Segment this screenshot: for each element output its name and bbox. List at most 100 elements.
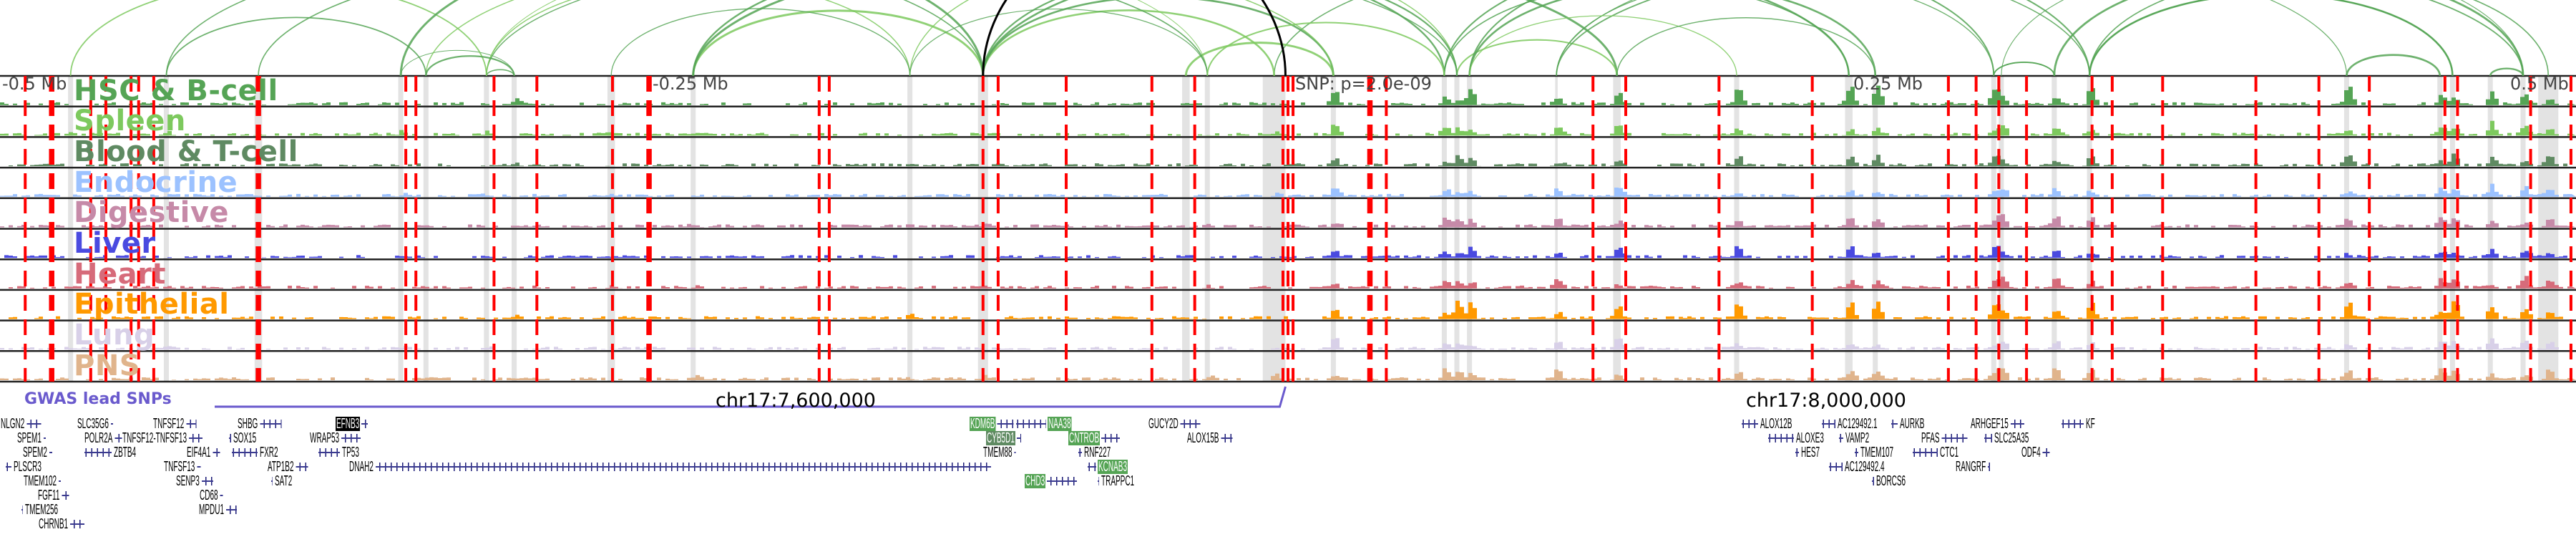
gene-slc35g6[interactable]: SLC35G6 bbox=[77, 417, 114, 431]
gene-tmem256[interactable]: TMEM256 bbox=[20, 503, 59, 517]
gene-polr2a[interactable]: POLR2A bbox=[84, 431, 123, 445]
gene-label: RNF227 bbox=[1084, 445, 1111, 460]
gene-tnfsf12-tnfsf13[interactable]: TNFSF12-TNFSF13 bbox=[122, 431, 204, 445]
gene-model-icon bbox=[26, 420, 42, 428]
gene-vamp2[interactable]: VAMP2 bbox=[1838, 431, 1870, 445]
gene-naa38[interactable]: NAA38 bbox=[1015, 417, 1072, 431]
gene-wrap53[interactable]: WRAP53 bbox=[309, 431, 362, 445]
gene-tnfsf12[interactable]: TNFSF12 bbox=[152, 417, 197, 431]
gene-spem1[interactable]: SPEM1 bbox=[16, 431, 47, 445]
axis-label-minus-0.25mb: -0.25 Mb bbox=[653, 74, 728, 94]
gene-alox15b[interactable]: ALOX15B bbox=[1186, 431, 1234, 445]
gene-alox12b[interactable]: ALOX12B bbox=[1740, 417, 1792, 431]
gene-rangrf[interactable]: RANGRF bbox=[1955, 460, 1991, 474]
interaction-arc bbox=[982, 0, 1335, 77]
gene-senp3[interactable]: SENP3 bbox=[175, 474, 215, 488]
interaction-arc bbox=[2089, 0, 2550, 77]
gene-label: SHBG bbox=[238, 416, 258, 432]
gene-cyb5d1[interactable]: CYB5D1 bbox=[986, 431, 1023, 445]
gene-kcnab3[interactable]: KCNAB3 bbox=[1086, 460, 1128, 474]
gene-label: CYB5D1 bbox=[986, 430, 1015, 446]
track-label-liver: Liver bbox=[74, 227, 156, 260]
gene-pfas[interactable]: PFAS bbox=[1921, 431, 1969, 445]
gene-label: SLC35G6 bbox=[77, 416, 109, 432]
gene-label: AC129492.4 bbox=[1845, 459, 1885, 475]
gene-slc25a35[interactable]: SLC25A35 bbox=[1983, 431, 2029, 445]
gene-model-icon bbox=[271, 477, 273, 485]
gene-aloxe3[interactable]: ALOXE3 bbox=[1767, 431, 1825, 445]
gene-trappc1[interactable]: TRAPPC1 bbox=[1096, 474, 1135, 488]
gene-borcs6[interactable]: BORCS6 bbox=[1870, 474, 1906, 488]
gene-rnf227[interactable]: RNF227 bbox=[1077, 445, 1111, 460]
chrom-tick-label: chr17:7,600,000 bbox=[716, 390, 876, 412]
gene-label: FGF11 bbox=[38, 488, 60, 503]
gene-label: TNFSF12-TNFSF13 bbox=[122, 430, 187, 446]
gene-sat2[interactable]: SAT2 bbox=[270, 474, 293, 488]
interaction-arc bbox=[165, 16, 427, 77]
track-label-blood-t-cell: Blood & T-cell bbox=[74, 135, 298, 168]
gene-shbg[interactable]: SHBG bbox=[237, 417, 283, 431]
gene-zbtb4[interactable]: ZBTB4 bbox=[83, 445, 137, 460]
gene-eif4a1[interactable]: EIF4A1 bbox=[186, 445, 221, 460]
gene-nlgn2[interactable]: NLGN2 bbox=[0, 417, 42, 431]
interaction-arc bbox=[1443, 0, 2091, 77]
gene-model-icon bbox=[1855, 448, 1858, 457]
gene-label: SPEM2 bbox=[23, 445, 47, 460]
gene-model-icon bbox=[114, 434, 122, 442]
gene-model-icon bbox=[1839, 434, 1843, 442]
interaction-arc bbox=[982, 9, 1275, 77]
gene-cntrob[interactable]: CNTROB bbox=[1068, 431, 1121, 445]
gene-model-icon bbox=[49, 448, 52, 457]
gene-odf4[interactable]: ODF4 bbox=[2021, 445, 2051, 460]
interaction-arc bbox=[1993, 62, 2055, 77]
gene-tmem88[interactable]: TMEM88 bbox=[982, 445, 1018, 460]
gene-label: KDM6B bbox=[970, 416, 996, 432]
gene-plscr3[interactable]: PLSCR3 bbox=[4, 460, 42, 474]
gene-label: ARHGEF15 bbox=[1971, 416, 2009, 432]
gene-dnah2[interactable]: DNAH2 bbox=[348, 460, 992, 474]
interaction-arc bbox=[486, 0, 1208, 77]
gene-sox15[interactable]: SOX15 bbox=[228, 431, 257, 445]
gene-label: SENP3 bbox=[176, 473, 200, 489]
gene-efnb3[interactable]: EFNB3 bbox=[336, 417, 369, 431]
gene-ctc1[interactable]: CTC1 bbox=[1911, 445, 1959, 460]
gene-mpdu1[interactable]: MPDU1 bbox=[198, 503, 238, 517]
gene-model-icon bbox=[2062, 420, 2084, 428]
gene-tnfsf13[interactable]: TNFSF13 bbox=[163, 460, 202, 474]
gene-hes7[interactable]: HES7 bbox=[1794, 445, 1820, 460]
interaction-arc bbox=[425, 55, 515, 77]
gene-label: CD68 bbox=[200, 488, 218, 503]
gene-gucy2d[interactable]: GUCY2D bbox=[1148, 417, 1202, 431]
gene-model-icon bbox=[186, 420, 197, 428]
gene-fxr2[interactable]: FXR2 bbox=[230, 445, 279, 460]
gene-aurkb[interactable]: AURKB bbox=[1890, 417, 1925, 431]
gene-ac129492.1[interactable]: AC129492.1 bbox=[1820, 417, 1878, 431]
axis-label-0.25mb: 0.25 Mb bbox=[1853, 74, 1923, 94]
interaction-arc bbox=[1443, 0, 1850, 77]
gene-arhgef15[interactable]: ARHGEF15 bbox=[1970, 417, 2026, 431]
interaction-arc bbox=[909, 8, 1208, 77]
gene-tmem102[interactable]: TMEM102 bbox=[23, 474, 62, 488]
signal-track-6 bbox=[0, 276, 2576, 289]
gene-spem2[interactable]: SPEM2 bbox=[22, 445, 54, 460]
gene-kdm6b[interactable]: KDM6B bbox=[970, 417, 1015, 431]
gene-model-icon bbox=[1822, 420, 1835, 428]
gene-model-icon bbox=[2010, 420, 2024, 428]
interaction-arc bbox=[2001, 0, 2524, 77]
gene-label: VAMP2 bbox=[1845, 430, 1870, 446]
gene-cd68[interactable]: CD68 bbox=[199, 488, 225, 503]
gene-model-icon bbox=[1913, 448, 1938, 457]
gene-tmem107[interactable]: TMEM107 bbox=[1853, 445, 1894, 460]
gene-ac129492.4[interactable]: AC129492.4 bbox=[1828, 460, 1885, 474]
gene-model-icon bbox=[1795, 448, 1799, 457]
gene-chd3[interactable]: CHD3 bbox=[1025, 474, 1078, 488]
gene-fgf11[interactable]: FGF11 bbox=[37, 488, 70, 503]
gene-kf[interactable]: KF bbox=[2060, 417, 2096, 431]
gene-atp1b2[interactable]: ATP1B2 bbox=[267, 460, 310, 474]
gene-label: FXR2 bbox=[260, 445, 278, 460]
interaction-arc bbox=[425, 0, 1335, 77]
gene-tp53[interactable]: TP53 bbox=[317, 445, 360, 460]
interaction-arc bbox=[1468, 15, 1737, 77]
gene-chrnb1[interactable]: CHRNB1 bbox=[38, 517, 86, 531]
